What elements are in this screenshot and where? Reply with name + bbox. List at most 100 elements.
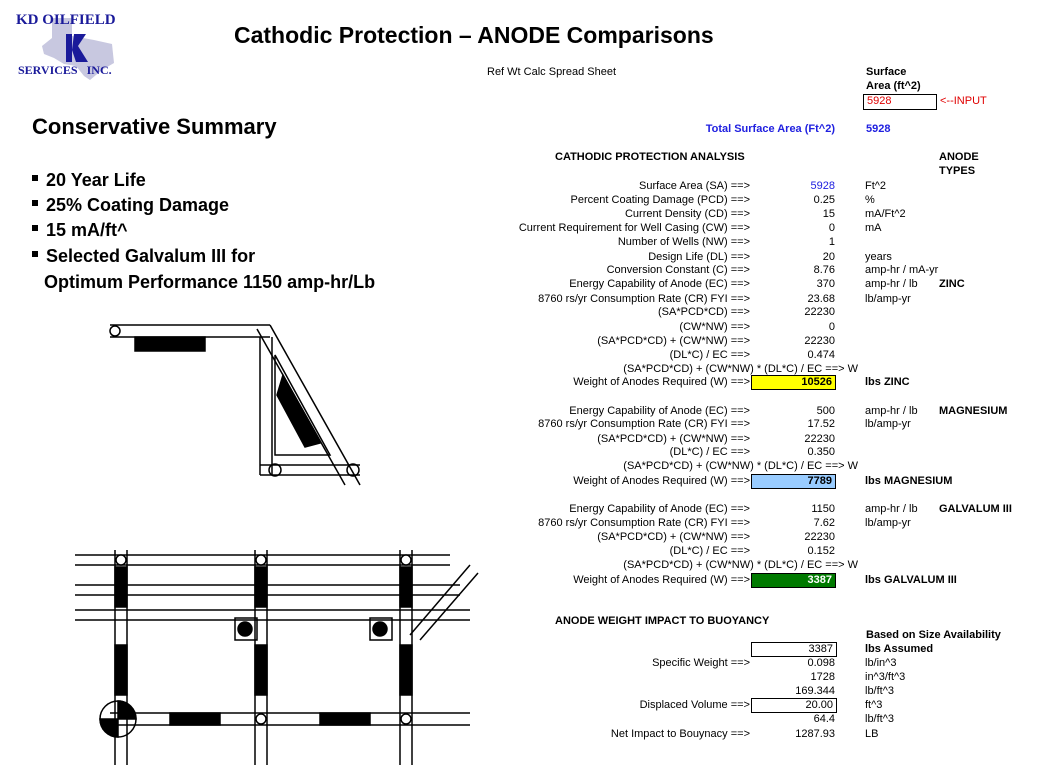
buoyancy-unit: ft^3 <box>865 699 883 711</box>
row-label: Design Life (DL) ==> <box>648 251 750 263</box>
row-value: 0 <box>828 321 835 333</box>
buoyancy-label: Specific Weight ==> <box>652 657 750 669</box>
bullet-text: 15 mA/ft^ <box>46 220 128 240</box>
page-title: Cathodic Protection – ANODE Comparisons <box>234 22 714 48</box>
summary-bullet-continuation: Optimum Performance 1150 amp-hr/Lb <box>44 272 376 292</box>
row-value: 500 <box>816 405 835 417</box>
row-value: 0.350 <box>807 446 835 458</box>
row-value: 370 <box>816 278 835 290</box>
row-value: 8.76 <box>813 264 835 276</box>
row-value: 22230 <box>804 433 835 445</box>
anode-type-label: MAGNESIUM <box>939 405 1008 417</box>
row-unit: % <box>865 194 875 206</box>
buoyancy-unit: lb/ft^3 <box>865 685 895 697</box>
row-value: 5928 <box>810 180 835 192</box>
input-label-line1: Surface <box>866 66 907 78</box>
buoyancy-unit: in^3/ft^3 <box>865 671 906 683</box>
input-marker: <--INPUT <box>940 95 987 107</box>
row-label: (SA*PCD*CD) + (CW*NW) ==> <box>597 335 750 347</box>
logo-line2: SERVICES INC. <box>18 63 112 77</box>
row-label: Energy Capability of Anode (EC) ==> <box>569 503 750 515</box>
row-value: 0.25 <box>813 194 835 206</box>
summary-heading: Conservative Summary <box>32 114 277 139</box>
row-value: 0 <box>828 222 835 234</box>
total-surface-area-value: 5928 <box>866 123 891 135</box>
texas-logo-icon <box>42 18 114 80</box>
buoyancy-label: Displaced Volume ==> <box>639 699 750 711</box>
buoyancy-value: 1287.93 <box>795 728 835 740</box>
summary-bullet: 20 Year Life <box>32 170 146 191</box>
weight-result-cell: 3387 <box>751 573 836 588</box>
row-label: (SA*PCD*CD) + (CW*NW) ==> <box>597 433 750 445</box>
row-value: 22230 <box>804 335 835 347</box>
row-unit: mA <box>865 222 882 234</box>
row-unit: amp-hr / mA-yr <box>865 264 939 276</box>
row-value: 1150 <box>811 503 835 515</box>
buoyancy-unit: lbs Assumed <box>865 643 934 655</box>
result-unit: lbs GALVALUM III <box>865 574 957 586</box>
row-value: 17.52 <box>807 418 835 430</box>
buoyancy-unit: LB <box>865 728 879 740</box>
row-value: 0.152 <box>807 545 835 557</box>
formula-label: (SA*PCD*CD) + (CW*NW) * (DL*C) / EC ==> … <box>623 460 858 472</box>
bullet-text: 25% Coating Damage <box>46 195 230 215</box>
summary-bullet: Selected Galvalum III for <box>32 246 255 267</box>
row-label: (SA*PCD*CD) + (CW*NW) ==> <box>597 531 750 543</box>
weight-result-cell: 7789 <box>751 474 836 489</box>
formula-label: (SA*PCD*CD) + (CW*NW) * (DL*C) / EC ==> … <box>623 559 858 571</box>
row-label: Current Density (CD) ==> <box>624 208 750 220</box>
row-label: Current Requirement for Well Casing (CW)… <box>518 222 750 234</box>
row-value: 7.62 <box>813 517 835 529</box>
surface-area-input[interactable]: 5928 <box>863 94 937 110</box>
row-label: (DL*C) / EC ==> <box>669 446 750 458</box>
anode-types-line2: TYPES <box>939 165 976 177</box>
result-unit: lbs MAGNESIUM <box>865 475 953 487</box>
row-label: Percent Coating Damage (PCD) ==> <box>570 194 750 206</box>
buoyancy-note: Based on Size Availability <box>866 629 1001 641</box>
buoyancy-value: 169.344 <box>795 685 835 697</box>
ref-label: Ref Wt Calc Spread Sheet <box>487 66 617 78</box>
row-label: Energy Capability of Anode (EC) ==> <box>569 278 750 290</box>
bullet-text: 20 Year Life <box>46 170 146 190</box>
row-unit: amp-hr / lb <box>865 405 918 417</box>
row-value: 0.474 <box>807 349 835 361</box>
buoyancy-value: 0.098 <box>807 657 835 669</box>
row-unit: lb/amp-yr <box>865 517 911 529</box>
input-label-line2: Area (ft^2) <box>866 80 921 92</box>
buoyancy-value: 64.4 <box>813 713 835 725</box>
row-value: 22230 <box>804 531 835 543</box>
row-unit: Ft^2 <box>865 180 887 192</box>
total-surface-area-label: Total Surface Area (Ft^2) <box>705 123 835 135</box>
buoyancy-unit: lb/in^3 <box>865 657 897 669</box>
row-value: 20 <box>822 251 835 263</box>
row-label: Number of Wells (NW) ==> <box>617 236 750 248</box>
buoyancy-label: Net Impact to Bouynacy ==> <box>610 728 750 740</box>
row-label: (SA*PCD*CD) ==> <box>657 306 750 318</box>
result-label: Weight of Anodes Required (W) ==> <box>573 376 750 388</box>
row-label: Conversion Constant (C) ==> <box>606 264 750 276</box>
row-unit: years <box>865 251 892 263</box>
result-unit: lbs ZINC <box>865 376 910 388</box>
anode-type-label: GALVALUM III <box>939 503 1012 515</box>
logo-line1: KD OILFIELD <box>16 12 116 28</box>
row-label: (DL*C) / EC ==> <box>669 545 750 557</box>
result-label: Weight of Anodes Required (W) ==> <box>573 574 750 586</box>
buoyancy-input-cell[interactable]: 3387 <box>751 642 837 657</box>
buoyancy-input-cell[interactable]: 20.00 <box>751 698 837 713</box>
buoyancy-unit: lb/ft^3 <box>865 713 895 725</box>
row-unit: amp-hr / lb <box>865 278 918 290</box>
row-unit: lb/amp-yr <box>865 418 911 430</box>
summary-bullet: 25% Coating Damage <box>32 195 229 216</box>
row-label: Energy Capability of Anode (EC) ==> <box>569 405 750 417</box>
bullet-text: Selected Galvalum III for <box>46 246 256 266</box>
anode-types-line1: ANODE <box>939 151 979 163</box>
row-unit: lb/amp-yr <box>865 293 911 305</box>
summary-bullet: 15 mA/ft^ <box>32 220 128 241</box>
row-value: 1 <box>828 236 835 248</box>
formula-label: (SA*PCD*CD) + (CW*NW) * (DL*C) / EC ==> … <box>623 363 858 375</box>
row-label: Surface Area (SA) ==> <box>639 180 750 192</box>
row-label: 8760 rs/yr Consumption Rate (CR) FYI ==> <box>538 293 750 305</box>
row-unit: amp-hr / lb <box>865 503 918 515</box>
buoyancy-value: 1728 <box>810 671 835 683</box>
